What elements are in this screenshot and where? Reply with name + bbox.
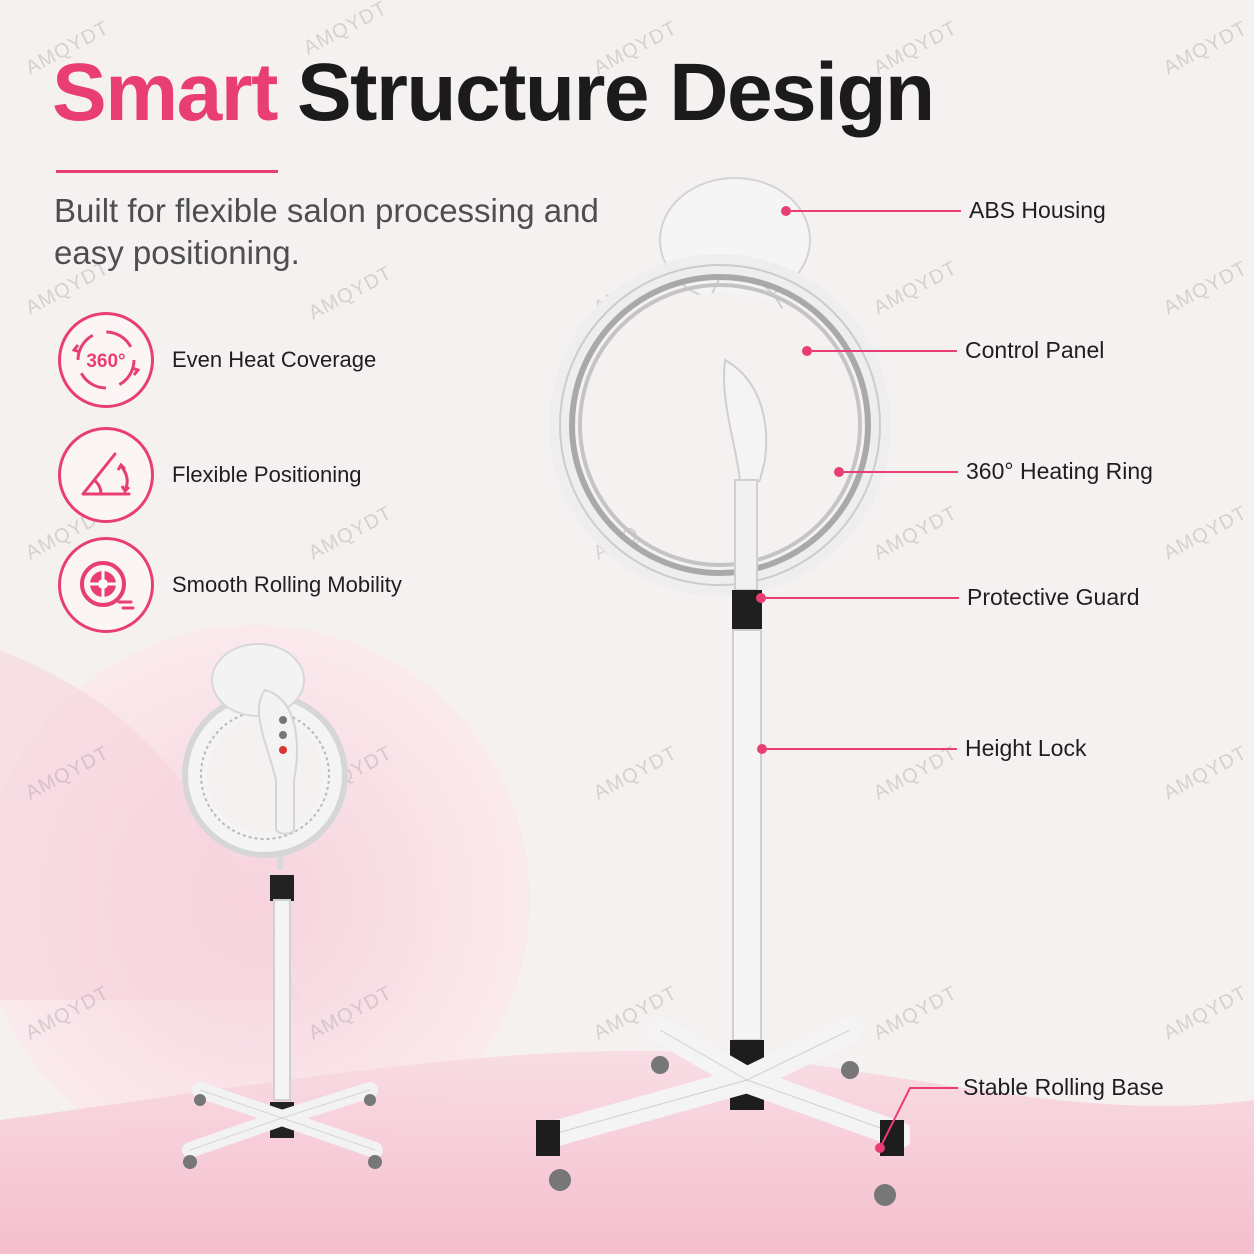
callout-abs-housing: ABS Housing <box>781 197 1106 224</box>
callout-dot <box>802 345 812 356</box>
callout-label: ABS Housing <box>969 197 1106 223</box>
callout-label: 360° Heating Ring <box>966 458 1153 484</box>
feature-smooth-rolling: Smooth Rolling Mobility <box>58 537 402 633</box>
wheel-icon <box>58 537 154 633</box>
callout-label: Stable Rolling Base <box>963 1074 1164 1100</box>
title-underline <box>56 170 278 173</box>
callout-heating-ring: 360° Heating Ring <box>834 458 1153 485</box>
callout-label: Protective Guard <box>967 584 1140 610</box>
callout-dot <box>781 205 791 216</box>
angle-graphic <box>81 452 131 496</box>
callout-rolling-base: Stable Rolling Base <box>963 1074 1164 1101</box>
feature-label: Flexible Positioning <box>172 462 362 487</box>
angle-adjust-icon <box>58 427 154 523</box>
360-rotation-icon: 360° <box>58 312 154 408</box>
feature-label: Even Heat Coverage <box>172 347 377 372</box>
callout-label: Control Panel <box>965 337 1105 363</box>
main-dryer-image <box>536 177 910 1206</box>
callout-line <box>844 470 958 473</box>
feature-even-heat: 360° Even Heat Coverage <box>58 312 376 408</box>
callout-leader-rolling-base <box>875 1087 958 1153</box>
callout-protective-guard: Protective Guard <box>756 584 1140 611</box>
callout-line <box>812 349 957 352</box>
wheel-graphic <box>80 561 135 610</box>
title-rest: Structure Design <box>296 47 935 138</box>
callout-dot <box>756 592 766 603</box>
callout-label: Height Lock <box>965 735 1087 761</box>
callout-dot <box>834 466 844 477</box>
subtitle: Built for flexible salon processing and … <box>54 192 599 271</box>
callout-line <box>791 209 961 212</box>
callout-height-lock: Height Lock <box>757 735 1086 762</box>
feature-label: Smooth Rolling Mobility <box>172 572 402 597</box>
title-accent-word: Smart <box>52 47 278 138</box>
callout-dot <box>757 743 767 754</box>
feature-flexible-positioning: Flexible Positioning <box>58 427 362 523</box>
callout-line <box>767 747 957 750</box>
small-dryer-image <box>182 643 383 1169</box>
callout-line <box>766 596 959 599</box>
360-badge-text: 360° <box>86 351 125 372</box>
360-rotation-graphic: 360° <box>71 330 141 390</box>
callout-control-panel: Control Panel <box>802 337 1104 364</box>
